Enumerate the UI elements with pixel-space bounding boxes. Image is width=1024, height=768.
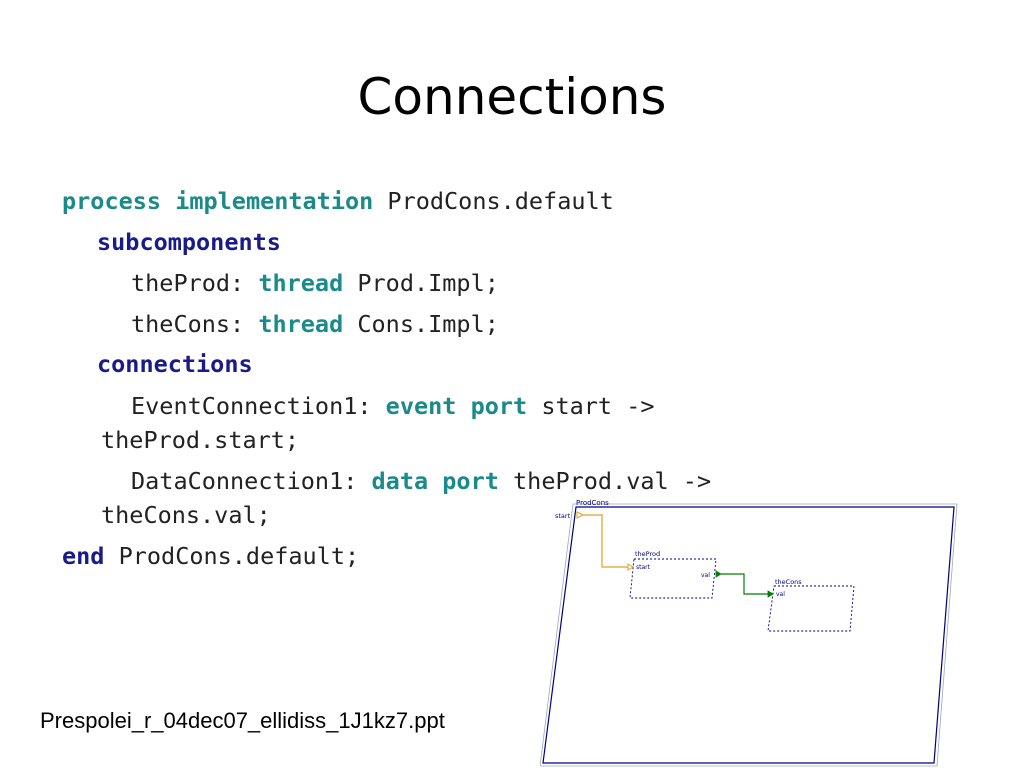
- data-connection-line: [721, 573, 768, 595]
- thecons-box: [767, 585, 855, 632]
- code-line-thecons: theCons: thread Cons.Impl;: [131, 309, 499, 339]
- code-line-subcomponents: subcomponents: [97, 227, 281, 257]
- code-line-theprod: theProd: thread Prod.Impl;: [131, 268, 499, 298]
- outer-start-port-label: start: [555, 512, 571, 520]
- thecons-label: theCons: [775, 578, 802, 586]
- connection-target: theProd.start;: [101, 426, 300, 454]
- prodcons-label: ProdCons: [576, 499, 609, 507]
- keyword-thread: thread: [258, 269, 344, 297]
- code-line-event-connection: EventConnection1: event port start ->: [131, 391, 655, 421]
- code-line-connections: connections: [97, 349, 253, 379]
- keyword-implementation: implementation: [175, 187, 374, 215]
- connection-name: DataConnection1:: [131, 467, 372, 495]
- outer-start-port-icon: [576, 511, 585, 519]
- connection-target: theCons.val;: [101, 501, 271, 529]
- theprod-start-port-icon: [627, 563, 634, 571]
- slide-title: Connections: [357, 68, 667, 126]
- subcomponent-name: theProd:: [131, 269, 259, 297]
- subcomponent-type: Cons.Impl;: [343, 310, 499, 338]
- connection-endpoints: theProd.val ->: [498, 467, 712, 495]
- thecons-val-label: val: [776, 591, 785, 598]
- slide-footer-filename: Prespolei_r_04dec07_ellidiss_1J1kz7.ppt: [40, 708, 445, 733]
- keyword-port: port: [470, 392, 528, 420]
- keyword-process: process: [62, 187, 162, 215]
- keyword-end: end: [62, 542, 105, 570]
- keyword-thread: thread: [258, 310, 344, 338]
- theprod-box: [629, 558, 717, 599]
- theprod-val-label: val: [701, 572, 710, 579]
- implementation-name: ProdCons.default;: [104, 542, 360, 570]
- implementation-name: ProdCons.default: [373, 187, 614, 215]
- keyword-port: port: [442, 467, 499, 495]
- code-line-process-implementation: process implementation ProdCons.default: [62, 186, 614, 216]
- connection-endpoints: start ->: [527, 392, 655, 420]
- aadl-graphical-diagram: ProdCons start theProd start val theCons…: [540, 499, 958, 767]
- prodcons-frame: [542, 506, 955, 764]
- theprod-start-label: start: [636, 564, 651, 571]
- event-connection-line: [583, 514, 628, 568]
- code-line-data-connection: DataConnection1: data port theProd.val -…: [131, 466, 711, 496]
- code-line-data-connection-cont: theCons.val;: [101, 500, 271, 530]
- connection-name: EventConnection1:: [131, 392, 386, 420]
- prodcons-frame-shadow: [540, 503, 958, 767]
- code-line-end: end ProdCons.default;: [62, 541, 359, 571]
- theprod-val-port-icon: [715, 570, 722, 578]
- code-line-event-connection-cont: theProd.start;: [101, 425, 299, 455]
- keyword-data: data: [371, 467, 429, 495]
- keyword-subcomponents: subcomponents: [97, 228, 281, 256]
- thecons-val-port-icon: [767, 590, 774, 598]
- keyword-event: event: [385, 392, 457, 420]
- keyword-connections: connections: [97, 350, 253, 378]
- subcomponent-type: Prod.Impl;: [343, 269, 499, 297]
- theprod-label: theProd: [635, 550, 660, 558]
- subcomponent-name: theCons:: [131, 310, 259, 338]
